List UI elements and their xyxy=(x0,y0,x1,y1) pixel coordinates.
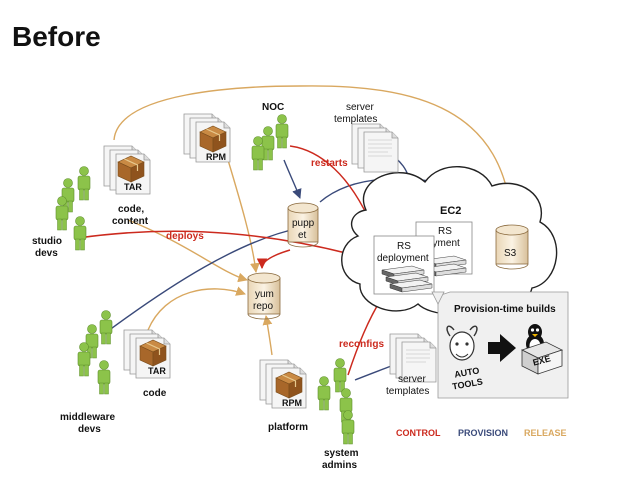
server-templates-bottom-line2: templates xyxy=(386,386,429,397)
system-admins-line1: system xyxy=(324,448,359,459)
server-templates-top-docs xyxy=(351,123,399,173)
autotools-line1: AUTO xyxy=(453,365,480,379)
legend-release: RELEASE xyxy=(524,428,567,438)
legend: CONTROL PROVISION RELEASE xyxy=(396,428,567,438)
middleware-devs-people xyxy=(77,310,113,395)
provision-time-builds-callout: Provision-time builds AUTO TOOLS xyxy=(431,291,569,399)
rpm-package-top: RPM xyxy=(183,113,231,163)
middleware-devs-line1: middleware xyxy=(60,412,115,423)
puppet-line1: pupp xyxy=(292,218,315,229)
exe-package-icon: EXE xyxy=(520,341,564,375)
noc-label: NOC xyxy=(262,102,284,113)
gnu-icon xyxy=(446,325,478,361)
yum-line2: repo xyxy=(253,301,273,312)
puppet-line2: et xyxy=(298,230,307,241)
noc-people xyxy=(251,114,289,171)
rs-deployment-front: RS deployment xyxy=(373,235,435,295)
rpm-package-bottom: RPM xyxy=(259,359,307,409)
tar-package-top: TAR xyxy=(103,145,151,195)
build-arrow-icon xyxy=(488,334,516,362)
provision-arrow-noc-to-puppet xyxy=(283,159,302,199)
provision-arrow-middleware-to-puppet xyxy=(103,224,301,335)
callout-title: Provision-time builds xyxy=(454,304,556,315)
page-title: Before xyxy=(12,21,101,52)
server-templates-bottom-line1: server xyxy=(398,374,426,385)
legend-provision: PROVISION xyxy=(458,428,508,438)
yum-repo-store: yum repo xyxy=(247,272,281,320)
release-arrow-tar-to-s3 xyxy=(113,85,517,225)
middleware-devs-line2: devs xyxy=(78,424,101,435)
release-arrow-middleware-to-yum xyxy=(147,286,246,331)
tar-package-mid: TAR xyxy=(123,329,171,379)
tar-mid-label: TAR xyxy=(148,366,166,376)
exe-label: EXE xyxy=(532,353,552,367)
tar-top-label: TAR xyxy=(124,182,142,192)
control-arrow-to-yum xyxy=(256,249,291,270)
reconfigs-label: reconfigs xyxy=(339,339,384,350)
studio-devs-line1: studio xyxy=(32,236,62,247)
release-arrow-platform-to-yum xyxy=(262,315,273,356)
legend-control: CONTROL xyxy=(396,428,441,438)
rpm-top-label: RPM xyxy=(206,152,226,162)
studio-devs-line2: devs xyxy=(35,248,58,259)
server-templates-bottom-docs xyxy=(389,333,437,383)
code-content-line1: code, xyxy=(118,204,144,215)
rs-back-line2: oyment xyxy=(427,238,460,249)
puppet-store: pupp et xyxy=(287,202,319,248)
ec2-label: EC2 xyxy=(440,205,461,217)
server-templates-top-line1: server xyxy=(346,102,374,113)
deploys-label: deploys xyxy=(166,231,204,242)
release-connectors xyxy=(113,85,517,356)
system-admins-line2: admins xyxy=(322,460,357,471)
release-arrow-code-to-yum xyxy=(127,219,248,283)
rpm-bottom-label: RPM xyxy=(282,398,302,408)
yum-line1: yum xyxy=(255,289,274,300)
release-arrow-rpm-to-yum xyxy=(227,159,260,273)
restarts-label: restarts xyxy=(311,158,348,169)
rs-front-line2: deployment xyxy=(377,253,429,264)
platform-label: platform xyxy=(268,422,308,433)
rs-back-line1: RS xyxy=(438,226,452,237)
s3-label: S3 xyxy=(504,248,517,259)
rs-front-line1: RS xyxy=(397,241,411,252)
s3-storage: S3 xyxy=(495,224,529,270)
server-templates-top-line2: templates xyxy=(334,114,377,125)
code-content-line2: content xyxy=(112,216,149,227)
code-label: code xyxy=(143,388,167,399)
control-arrow-deploys xyxy=(77,230,367,261)
